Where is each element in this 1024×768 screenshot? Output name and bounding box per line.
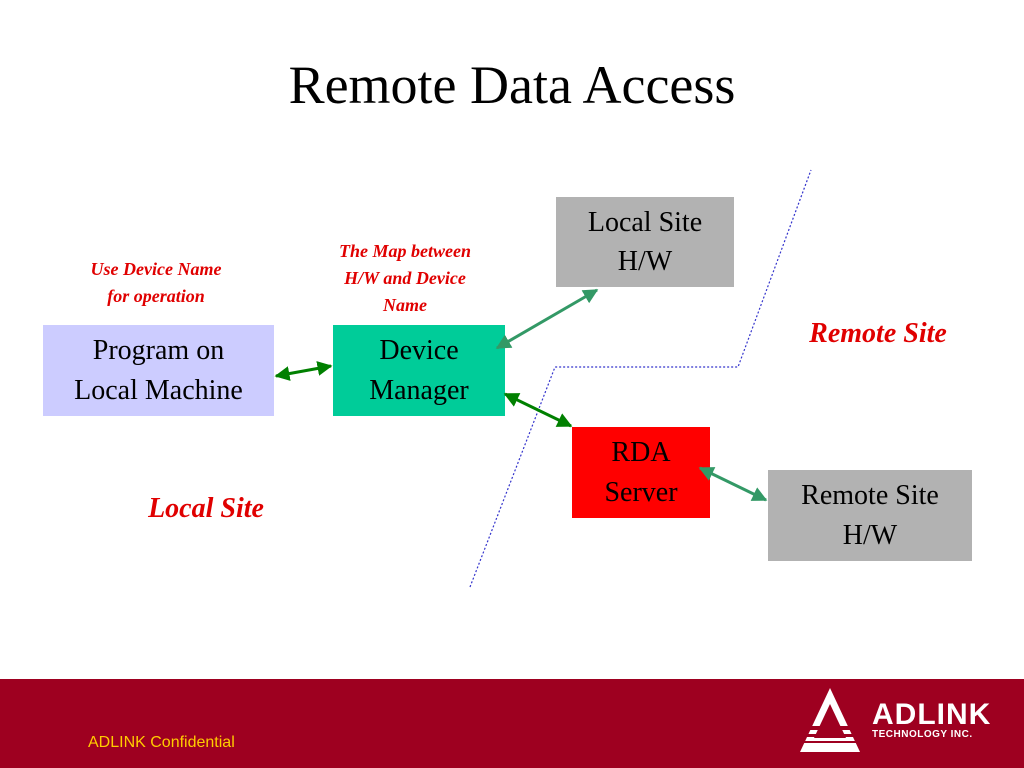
local-site-hw-box: Local Site H/W [556,197,734,287]
adlink-logo-icon [800,688,860,752]
note-use-device-name: Use Device Name for operation [90,259,222,306]
site-boundary-line [469,169,812,588]
rda-server-box: RDA Server [572,427,710,518]
arrow-manager-to-rda [503,392,573,428]
program-box: Program on Local Machine [43,325,274,416]
arrow-rda-to-remote-hw [698,466,768,502]
page-title: Remote Data Access [288,55,736,115]
arrow-manager-to-local-hw [495,288,599,350]
device-manager-box: Device Manager [333,325,505,416]
logo-name: ADLINK [872,698,992,731]
footer-confidential: ADLINK Confidential [88,734,235,751]
footer-bar [0,679,1024,768]
logo-subtitle: TECHNOLOGY INC. [872,729,973,740]
remote-site-hw-box: Remote Site H/W [768,470,972,561]
note-map-between: The Map between H/W and Device Name [339,241,471,315]
label-remote-site: Remote Site [809,318,947,349]
arrow-program-to-manager [274,361,333,381]
label-local-site: Local Site [148,493,264,524]
